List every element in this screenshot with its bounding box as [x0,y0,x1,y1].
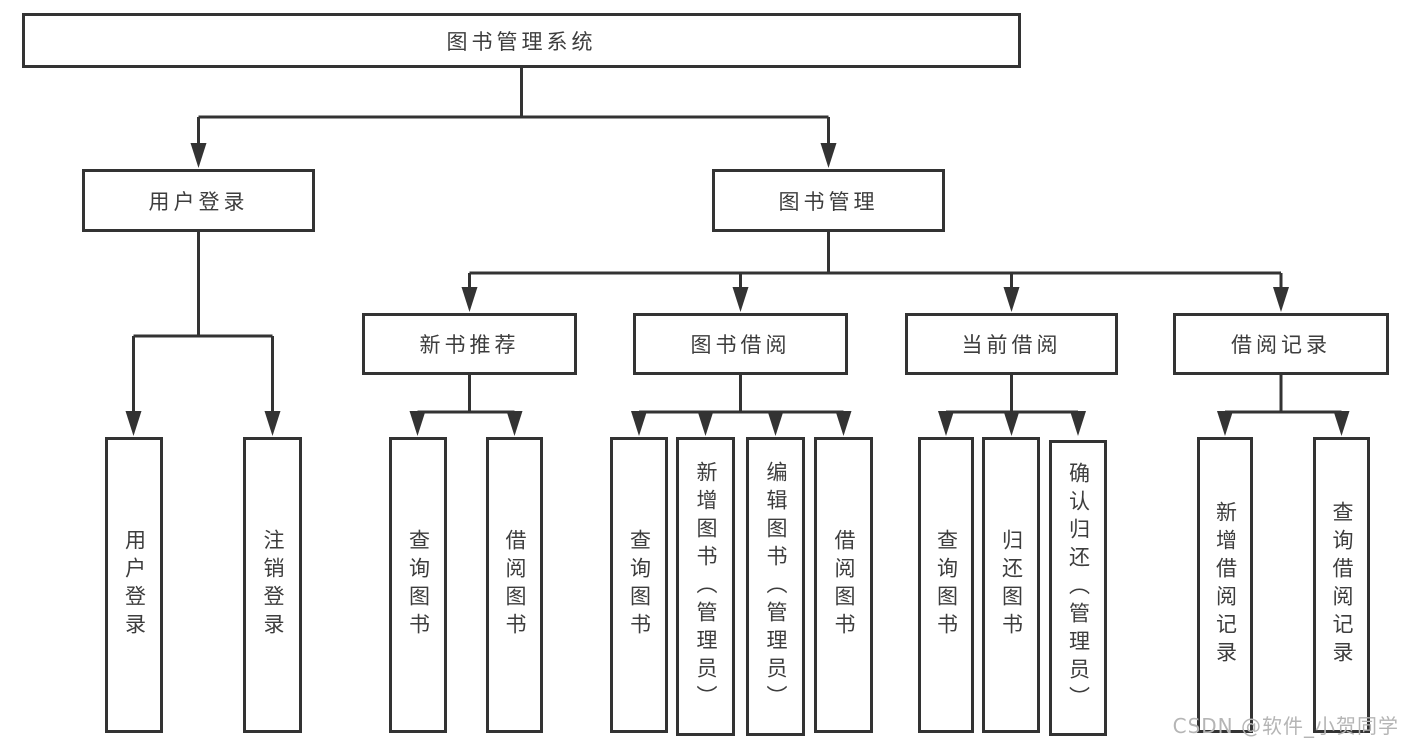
leaf-borrow-query-label: 查询图书 [627,529,652,641]
node-root: 图书管理系统 [22,13,1021,68]
leaf-borrow-edit: 编辑图书（管理员） [746,437,805,736]
node-current-borrow-label: 当前借阅 [961,333,1062,357]
leaf-borrow-borrow: 借阅图书 [814,437,873,733]
leaf-borrow-add-label: 新增图书（管理员） [694,460,718,713]
node-book-borrow: 图书借阅 [633,313,848,375]
leaf-current-confirm-label: 确认归还（管理员） [1066,462,1091,714]
node-new-books-label: 新书推荐 [419,333,520,357]
leaf-records-query: 查询借阅记录 [1313,437,1370,733]
leaf-records-add: 新增借阅记录 [1197,437,1253,733]
leaf-records-add-label: 新增借阅记录 [1213,501,1238,669]
leaf-newbooks-borrow-label: 借阅图书 [503,529,527,641]
node-root-label: 图书管理系统 [446,29,597,54]
node-user-login-label: 用户登录 [148,189,249,214]
leaf-login-user-login: 用户登录 [105,437,163,733]
node-user-login: 用户登录 [82,169,315,232]
leaf-borrow-add: 新增图书（管理员） [676,437,735,736]
leaf-newbooks-borrow: 借阅图书 [486,437,543,733]
leaf-current-return-label: 归还图书 [999,529,1024,641]
leaf-login-user-login-label: 用户登录 [122,529,147,641]
leaf-borrow-edit-label: 编辑图书（管理员） [764,460,788,713]
leaf-login-logout-label: 注销登录 [261,529,285,641]
leaf-current-confirm: 确认归还（管理员） [1049,440,1107,736]
leaf-current-return: 归还图书 [982,437,1040,733]
leaf-login-logout: 注销登录 [243,437,302,733]
leaf-current-query: 查询图书 [918,437,974,733]
node-borrow-records: 借阅记录 [1173,313,1389,375]
node-book-management-label: 图书管理 [778,189,879,214]
node-book-borrow-label: 图书借阅 [690,333,791,357]
node-borrow-records-label: 借阅记录 [1231,333,1331,357]
node-new-books: 新书推荐 [362,313,577,375]
leaf-borrow-query: 查询图书 [610,437,668,733]
leaf-borrow-borrow-label: 借阅图书 [832,529,856,641]
leaf-newbooks-query-label: 查询图书 [406,529,431,641]
watermark: CSDN @软件_小贺同学 [1172,714,1399,738]
arrowheads [125,143,1350,436]
node-book-management: 图书管理 [712,169,945,232]
node-current-borrow: 当前借阅 [905,313,1118,375]
leaf-records-query-label: 查询借阅记录 [1330,501,1354,669]
leaf-newbooks-query: 查询图书 [389,437,447,733]
leaf-current-query-label: 查询图书 [934,529,959,641]
